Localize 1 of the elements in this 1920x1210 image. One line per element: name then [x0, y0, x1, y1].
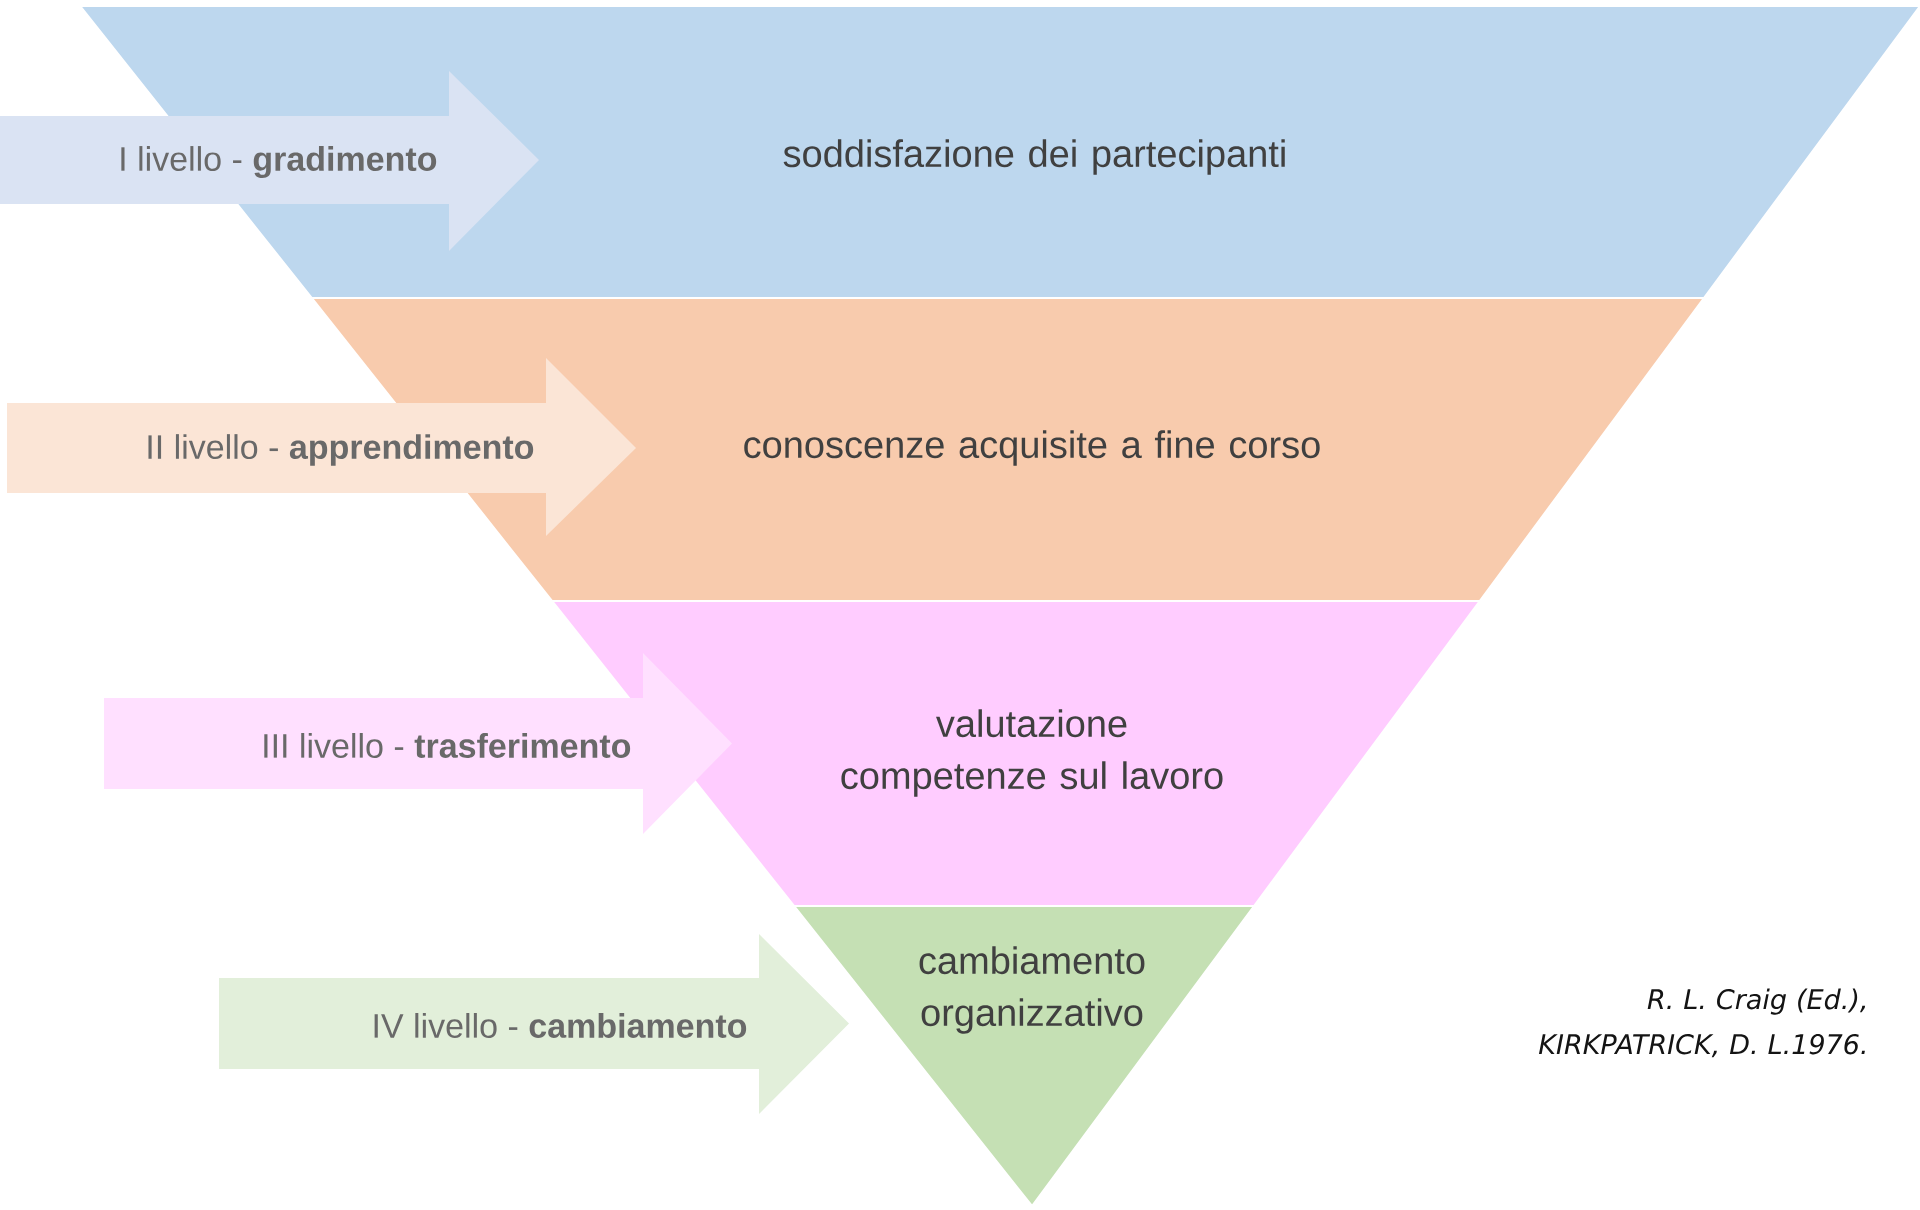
citation: R. L. Craig (Ed.), KIRKPATRICK, D. L.1976.	[1538, 988, 1866, 1058]
